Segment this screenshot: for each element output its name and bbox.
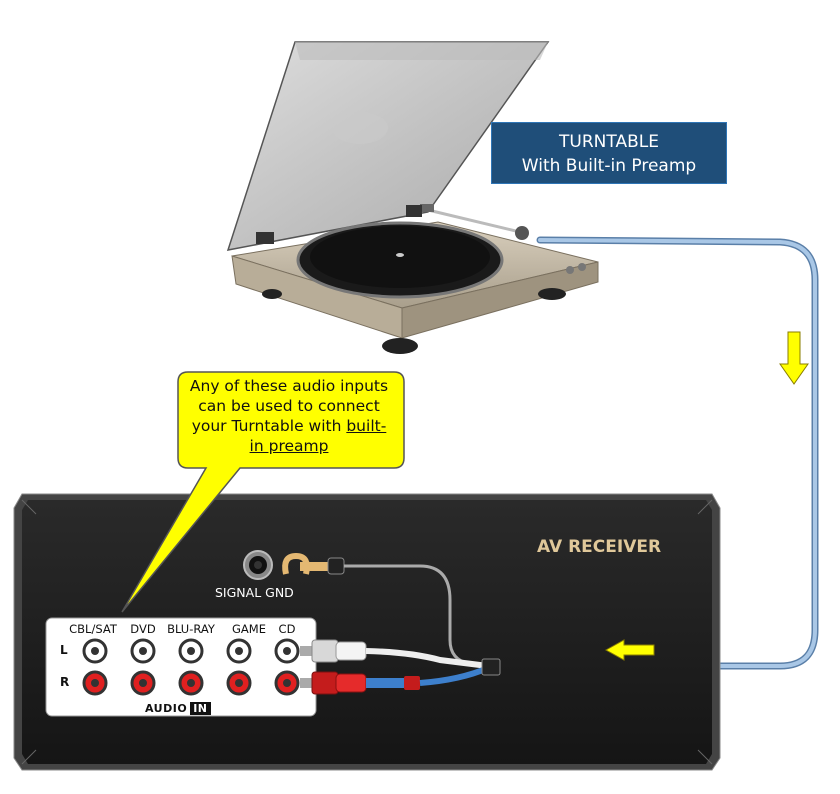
jack-dvd-r[interactable]: [130, 670, 156, 696]
input-label-cd: CD: [278, 622, 296, 636]
in-badge: IN: [190, 702, 211, 715]
left-arrow-icon: [604, 639, 655, 661]
cable-splitter: [481, 658, 501, 676]
callout-line4: in preamp: [178, 436, 400, 456]
signal-gnd-label: SIGNAL GND: [215, 585, 294, 600]
rca-plug-white: [300, 639, 489, 669]
receiver-title: AV RECEIVER: [537, 537, 662, 557]
input-label-blu-ray: BLU-RAY: [167, 622, 215, 636]
callout-text: Any of these audio inputs can be used to…: [178, 376, 400, 456]
turntable-label: TURNTABLE With Built-in Preamp: [491, 122, 727, 184]
row-label-left: L: [60, 643, 68, 657]
audio-label: AUDIO: [145, 702, 188, 715]
callout-line3-prefix: your Turntable with: [191, 417, 347, 435]
jack-dvd-l[interactable]: [130, 638, 156, 664]
jack-blu-ray-l[interactable]: [178, 638, 204, 664]
jack-game-l[interactable]: [226, 638, 252, 664]
input-label-dvd: DVD: [130, 622, 156, 636]
audio-input-panel: [45, 617, 317, 717]
jack-game-r[interactable]: [226, 670, 252, 696]
down-arrow-icon: [779, 331, 809, 385]
turntable-label-line1: TURNTABLE: [559, 132, 659, 152]
callout-line3: your Turntable with built-: [178, 416, 400, 436]
jack-cbl-sat-l[interactable]: [82, 638, 108, 664]
jack-blu-ray-r[interactable]: [178, 670, 204, 696]
callout-line4-underlined: in preamp: [249, 437, 329, 455]
turntable-label-line2: With Built-in Preamp: [521, 156, 697, 176]
jack-cd-r[interactable]: [274, 670, 300, 696]
row-label-right: R: [60, 675, 70, 689]
input-label-game: GAME: [232, 622, 266, 636]
jack-cbl-sat-r[interactable]: [82, 670, 108, 696]
callout-line1: Any of these audio inputs: [189, 377, 389, 395]
rca-jacks: [82, 638, 300, 696]
turntable-image: [226, 41, 599, 354]
jack-cd-l[interactable]: [274, 638, 300, 664]
callout-line2: can be used to connect: [198, 397, 380, 415]
input-label-cbl-sat: CBL/SAT: [69, 622, 117, 636]
callout-bubble: [121, 371, 405, 613]
callout-line3-underlined: built-: [346, 417, 387, 435]
